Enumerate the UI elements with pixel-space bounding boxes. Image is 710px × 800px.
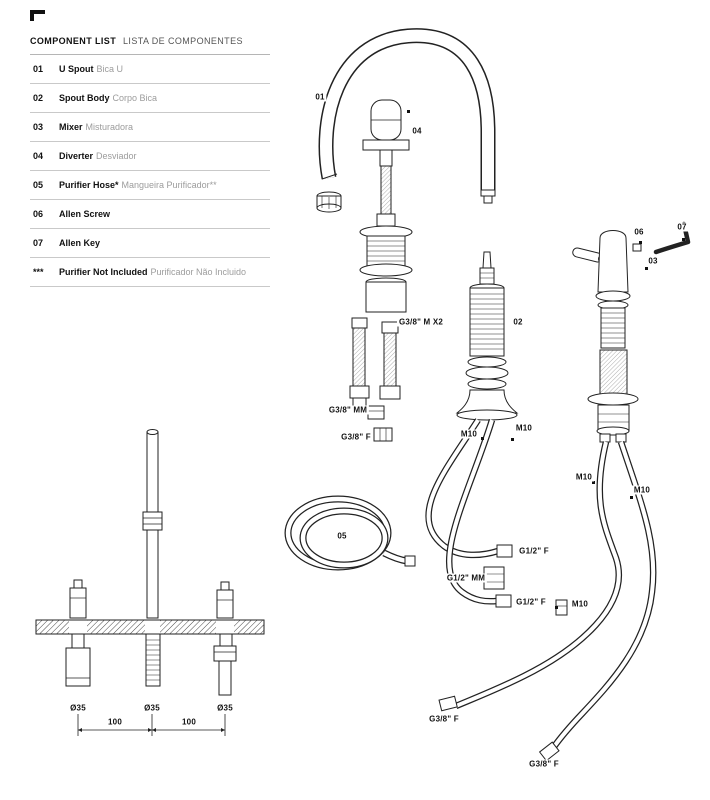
component-name-en: Diverter	[59, 151, 94, 161]
component-list-title-pt: LISTA DE COMPONENTES	[123, 36, 243, 46]
diverter-drawing	[359, 99, 413, 313]
component-number: 01	[33, 64, 44, 74]
component-name-en: Allen Key	[59, 238, 101, 248]
diagram-label: M10	[513, 423, 535, 433]
diagram-label: M10	[458, 429, 480, 439]
component-number: 06	[33, 209, 44, 219]
diagram-label: M10	[573, 472, 595, 482]
purifier-hose-drawing	[284, 495, 416, 571]
diagram-label: G3/8" M X2	[396, 317, 446, 327]
spout-body-drawing	[455, 251, 519, 421]
component-name-en: Allen Screw	[59, 209, 111, 219]
spout-body-hoses	[425, 418, 513, 608]
component-name-en: Mixer	[59, 122, 83, 132]
component-list: COMPONENT LIST LISTA DE COMPONENTES 01 U…	[30, 30, 270, 287]
diagram-label: G3/8" F	[527, 759, 561, 769]
component-list-title-en: COMPONENT LIST	[30, 36, 117, 46]
diagram-label: G3/8" F	[427, 714, 461, 724]
component-row: 06 Allen Screw	[30, 200, 270, 229]
diagram-label: G1/2" MM	[444, 573, 488, 583]
mixer-drawing	[572, 230, 639, 443]
diagram-label: 02	[511, 317, 525, 327]
diagram-label: 04	[410, 126, 424, 136]
component-name-pt: Bica U	[96, 64, 124, 74]
dimension-label: 100	[180, 717, 198, 727]
component-name: Purifier Hose*Mangueira Purificador**	[59, 180, 217, 190]
dimension-label: 100	[106, 717, 124, 727]
component-number: 07	[33, 238, 44, 248]
diagram-label: G1/2" F	[517, 546, 551, 556]
u-spout-drawing	[316, 28, 496, 213]
component-name-en: Purifier Not Included	[59, 267, 148, 277]
diagram-label: 07	[675, 222, 689, 232]
component-name: Allen Key	[59, 238, 103, 248]
component-list-header: COMPONENT LIST LISTA DE COMPONENTES	[30, 30, 270, 55]
component-name-en: U Spout	[59, 64, 94, 74]
dimension-label: Ø35	[142, 703, 162, 713]
component-name-pt: Corpo Bica	[112, 93, 158, 103]
corner-mark	[30, 10, 45, 21]
diagram-label: 05	[335, 531, 349, 541]
supply-hoses-g38	[349, 317, 401, 442]
allen-key-drawing	[632, 221, 691, 255]
component-number: 05	[33, 180, 44, 190]
component-name: Allen Screw	[59, 209, 113, 219]
component-name-pt: Purificador Não Incluido	[150, 267, 247, 277]
component-number: 04	[33, 151, 44, 161]
diagram-label: 01	[313, 92, 327, 102]
component-number: ***	[33, 267, 44, 277]
diagram-label: M10	[569, 599, 591, 609]
component-number: 02	[33, 93, 44, 103]
component-row: 05 Purifier Hose*Mangueira Purificador**	[30, 171, 270, 200]
diagram-label: 03	[646, 256, 660, 266]
mounting-diagram	[35, 429, 265, 736]
component-name-pt: Mangueira Purificador**	[121, 180, 217, 190]
diagram-label: G1/2" F	[514, 597, 548, 607]
dimension-label: Ø35	[215, 703, 235, 713]
mixer-hoses	[438, 440, 657, 762]
dimension-label: Ø35	[68, 703, 88, 713]
g12-fittings	[483, 566, 568, 616]
component-name-en: Spout Body	[59, 93, 110, 103]
component-row: 07 Allen Key	[30, 229, 270, 258]
component-name-en: Purifier Hose*	[59, 180, 119, 190]
diagram-label: G3/8" MM	[326, 405, 370, 415]
component-name-pt: Misturadora	[85, 122, 134, 132]
diagram-label: M10	[631, 485, 653, 495]
leader-dots	[407, 110, 685, 609]
component-name-pt: Desviador	[96, 151, 137, 161]
diagram-label: 06	[632, 227, 646, 237]
diagram-label: G3/8" F	[339, 432, 373, 442]
component-number: 03	[33, 122, 44, 132]
